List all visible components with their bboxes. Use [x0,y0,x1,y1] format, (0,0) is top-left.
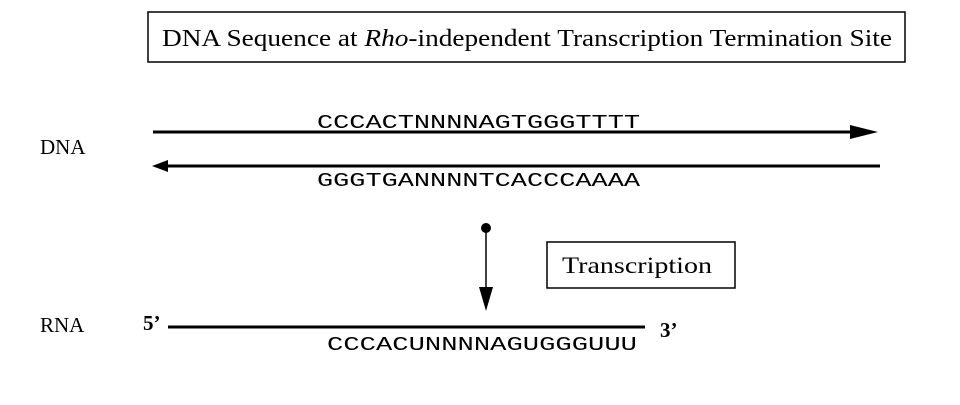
arrowhead-right-icon [850,125,878,139]
title-box [147,11,906,63]
dna-label: DNA [40,135,86,159]
title-italic-rho: Rho [363,26,408,52]
dna-bottom-strand-sequence: GGGTGANNNNTCACCCAAAA [317,170,641,192]
rna-sequence: CCCACUNNNNAGUGGGUUU [327,334,637,356]
dna-top-strand-sequence: CCCACTNNNNAGTGGGTTTT [317,112,640,134]
arrowhead-left-icon [152,160,168,172]
diagram-title: DNA Sequence at Rho-independent Transcri… [162,26,892,52]
arrowhead-down-icon [479,287,493,311]
rna-five-prime-label: 5’ [143,311,161,335]
transcription-box [546,241,736,289]
rna-label: RNA [40,313,85,337]
title-prefix: DNA Sequence at [162,26,364,52]
title-suffix: -independent Transcription Termination S… [408,26,892,52]
transcription-label: Transcription [562,253,713,278]
rna-three-prime-label: 3’ [660,318,678,342]
